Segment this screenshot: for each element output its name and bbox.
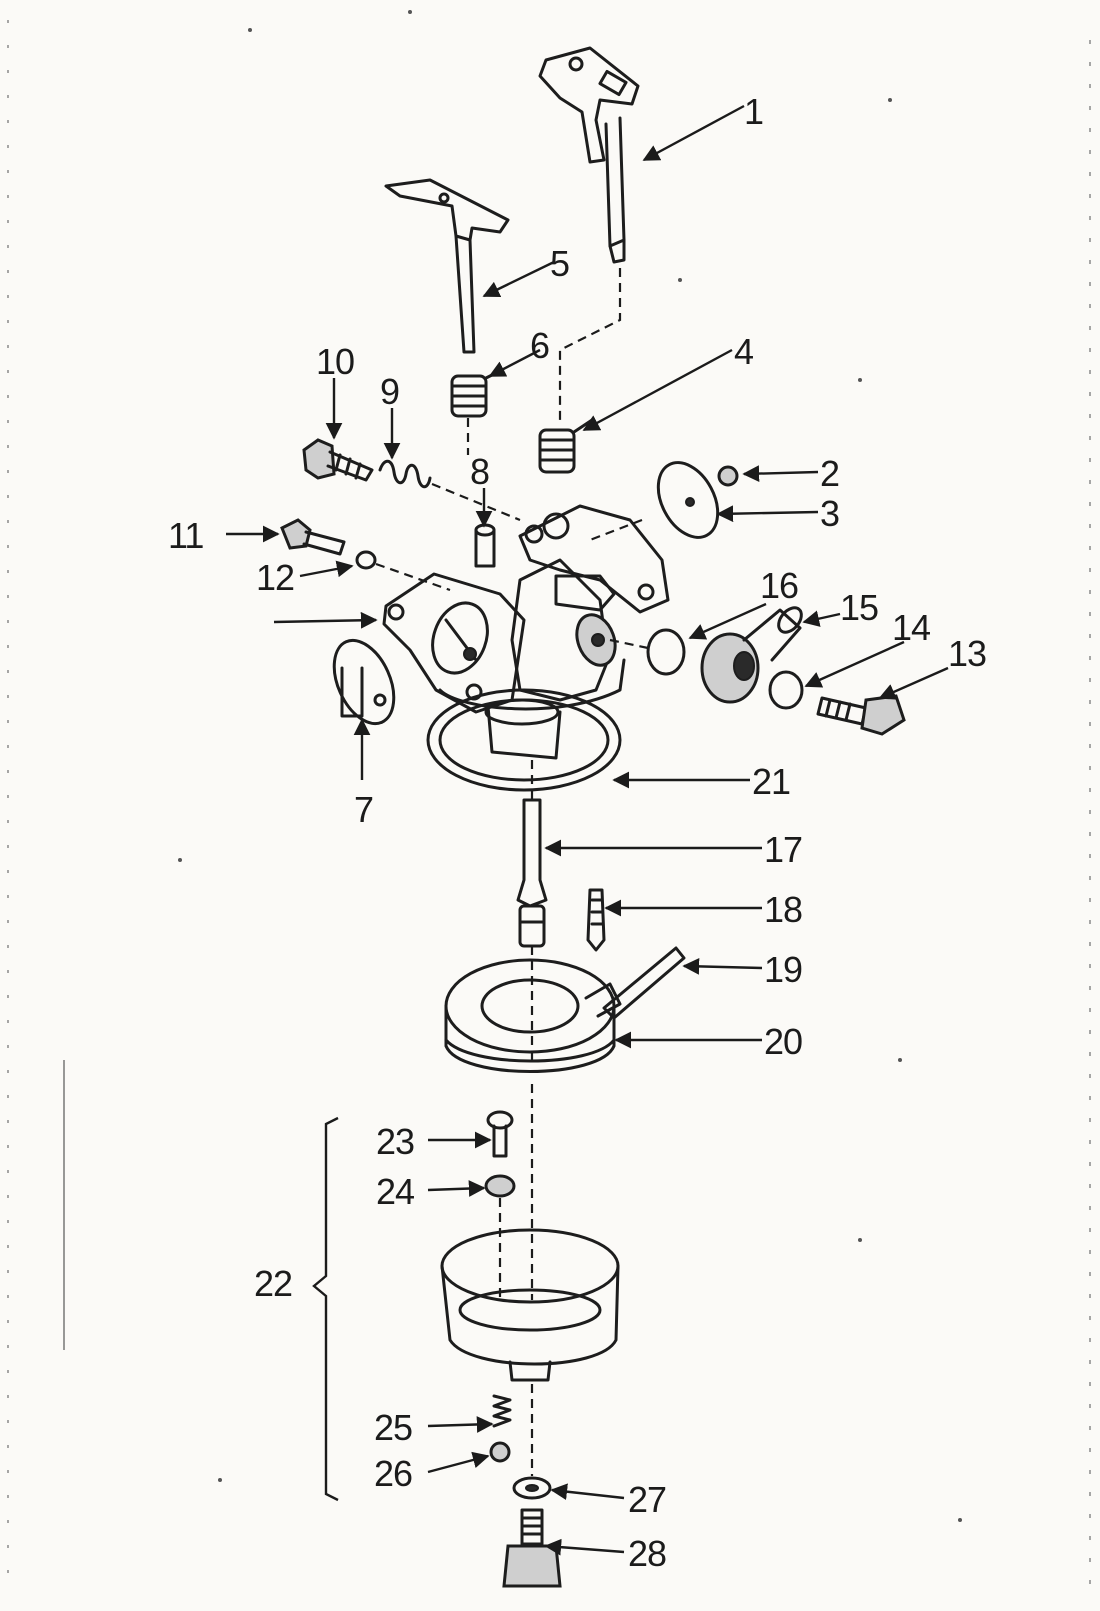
- label-part-14: 14: [892, 607, 930, 648]
- part-13-bolt: [816, 694, 906, 736]
- label-part-4: 4: [734, 331, 753, 372]
- part-11-idle-mixture-screw: [280, 518, 346, 556]
- label-part-1: 1: [744, 91, 763, 132]
- part-9-idle-spring: [378, 459, 432, 489]
- label-part-9: 9: [380, 371, 399, 412]
- label-part-3: 3: [820, 493, 839, 534]
- part-labels: 1 2 3 4 5 6 7 8 9 10 11 12 13 14 15 16 1…: [168, 91, 987, 1574]
- part-16-gasket: [646, 628, 686, 676]
- group-22-bracket: [312, 1116, 339, 1502]
- label-part-13: 13: [948, 633, 986, 674]
- label-part-19: 19: [764, 949, 802, 990]
- part-2-screw: [717, 465, 739, 487]
- label-part-27: 27: [628, 1479, 666, 1520]
- carburetor-body: [382, 504, 670, 760]
- part-17-main-nozzle: [516, 798, 548, 948]
- float-bowl: [440, 1228, 620, 1382]
- part-15-fuel-inlet-fitting: [700, 606, 803, 704]
- label-part-15: 15: [840, 587, 878, 628]
- part-7-throttle-plate: [332, 638, 396, 726]
- part-6-choke-spring: [450, 368, 504, 418]
- part-14-washer: [768, 670, 804, 710]
- part-18-needle-valve: [586, 888, 606, 952]
- part-20-float: [444, 958, 622, 1073]
- leader-lines: [226, 104, 949, 1556]
- label-part-7: 7: [354, 789, 373, 830]
- part-10-idle-screw: [302, 438, 374, 482]
- part-27-gasket: [512, 1476, 552, 1500]
- label-part-25: 25: [374, 1407, 412, 1448]
- label-group-22: 22: [254, 1263, 292, 1304]
- label-part-23: 23: [376, 1121, 414, 1162]
- label-part-26: 26: [374, 1453, 412, 1494]
- part-12-o-ring: [355, 550, 377, 570]
- label-part-5: 5: [550, 243, 569, 284]
- part-26-ball: [489, 1441, 511, 1463]
- part-4-throttle-spring: [538, 418, 594, 474]
- label-part-8: 8: [470, 451, 489, 492]
- label-part-24: 24: [376, 1171, 414, 1212]
- label-part-11: 11: [168, 515, 203, 556]
- part-21-gasket: [426, 688, 622, 792]
- part-23-pin: [486, 1110, 514, 1158]
- part-24-washer: [484, 1174, 516, 1198]
- label-part-20: 20: [764, 1021, 802, 1062]
- part-28-drain-screw: [502, 1508, 562, 1588]
- label-part-12: 12: [256, 557, 294, 598]
- label-part-6: 6: [530, 325, 549, 366]
- label-part-16: 16: [760, 565, 798, 606]
- part-8-bushing: [474, 523, 496, 568]
- label-part-17: 17: [764, 829, 802, 870]
- label-part-18: 18: [764, 889, 802, 930]
- label-part-28: 28: [628, 1533, 666, 1574]
- intake-arrow: [273, 611, 378, 629]
- part-1-throttle-shaft: [538, 46, 640, 264]
- part-25-spring: [492, 1394, 512, 1428]
- part-3-choke-plate: [656, 461, 720, 539]
- label-part-2: 2: [820, 453, 839, 494]
- part-5-choke-shaft: [384, 178, 510, 354]
- label-part-21: 21: [752, 761, 790, 802]
- scan-artifacts: [7, 10, 1091, 1600]
- label-part-10: 10: [316, 341, 354, 382]
